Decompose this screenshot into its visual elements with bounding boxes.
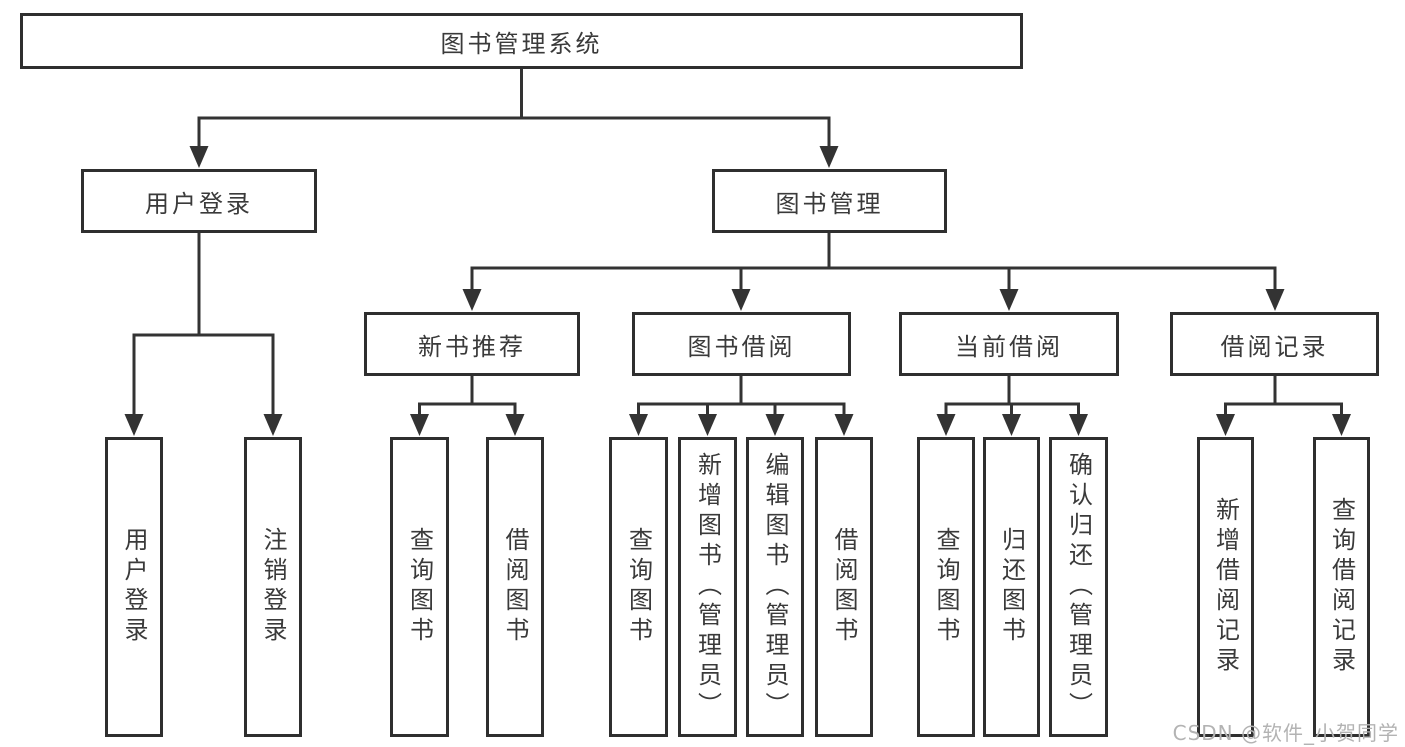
leaf-user-login: 用户登录 xyxy=(105,437,163,737)
arrow-down-icon xyxy=(1216,414,1235,436)
node-library-system-label: 图书管理系统 xyxy=(440,29,603,58)
arrow-down-icon xyxy=(999,289,1019,311)
arrow-down-icon xyxy=(765,414,785,436)
leaf-borrow-books-borrowing: 借阅图书 xyxy=(815,437,873,737)
node-new-book-recommend: 新书推荐 xyxy=(364,312,580,376)
arrow-down-icon xyxy=(936,414,956,436)
arrow-down-icon xyxy=(1002,414,1021,436)
node-book-management: 图书管理 xyxy=(712,169,947,233)
connector-lines xyxy=(132,69,1343,420)
arrow-down-icon xyxy=(1069,414,1088,436)
leaf-edit-book-admin: 编辑图书（管理员） xyxy=(746,437,804,737)
arrow-down-icon xyxy=(462,289,482,311)
connector-arrowheads xyxy=(124,146,1351,436)
node-new-book-recommend-label: 新书推荐 xyxy=(418,332,526,361)
arrow-down-icon xyxy=(410,414,429,436)
leaf-query-borrow-record: 查询借阅记录 xyxy=(1313,437,1370,737)
leaf-logout-login: 注销登录 xyxy=(244,437,302,737)
arrow-down-icon xyxy=(263,414,283,436)
leaf-query-books-current: 查询图书 xyxy=(917,437,975,737)
arrow-down-icon xyxy=(124,414,144,436)
leaf-add-borrow-record: 新增借阅记录 xyxy=(1197,437,1254,737)
leaf-query-books-borrowing: 查询图书 xyxy=(609,437,668,737)
arrow-down-icon xyxy=(505,414,525,436)
leaf-return-books: 归还图书 xyxy=(983,437,1040,737)
arrow-down-icon xyxy=(629,414,648,436)
node-borrowing-records: 借阅记录 xyxy=(1170,312,1379,376)
leaf-confirm-return-admin: 确认归还（管理员） xyxy=(1049,437,1108,737)
arrow-down-icon xyxy=(698,414,717,436)
arrow-down-icon xyxy=(1332,414,1351,436)
leaf-add-book-admin: 新增图书（管理员） xyxy=(678,437,737,737)
arrow-down-icon xyxy=(834,414,854,436)
node-book-borrowing-label: 图书借阅 xyxy=(687,332,796,361)
node-borrowing-records-label: 借阅记录 xyxy=(1220,332,1329,361)
arrow-down-icon xyxy=(1265,289,1285,311)
leaf-borrow-books-recommend: 借阅图书 xyxy=(486,437,544,737)
node-book-management-label: 图书管理 xyxy=(775,189,884,218)
node-library-system: 图书管理系统 xyxy=(20,13,1023,69)
node-current-borrowing-label: 当前借阅 xyxy=(955,332,1063,361)
arrow-down-icon xyxy=(819,146,839,168)
node-user-login-label: 用户登录 xyxy=(145,189,253,218)
arrow-down-icon xyxy=(189,146,209,168)
watermark: CSDN @软件_小贺同学 xyxy=(1172,721,1399,745)
node-user-login: 用户登录 xyxy=(81,169,317,233)
leaf-query-books-recommend: 查询图书 xyxy=(390,437,449,737)
node-current-borrowing: 当前借阅 xyxy=(899,312,1119,376)
arrow-down-icon xyxy=(731,289,751,311)
node-book-borrowing: 图书借阅 xyxy=(632,312,851,376)
